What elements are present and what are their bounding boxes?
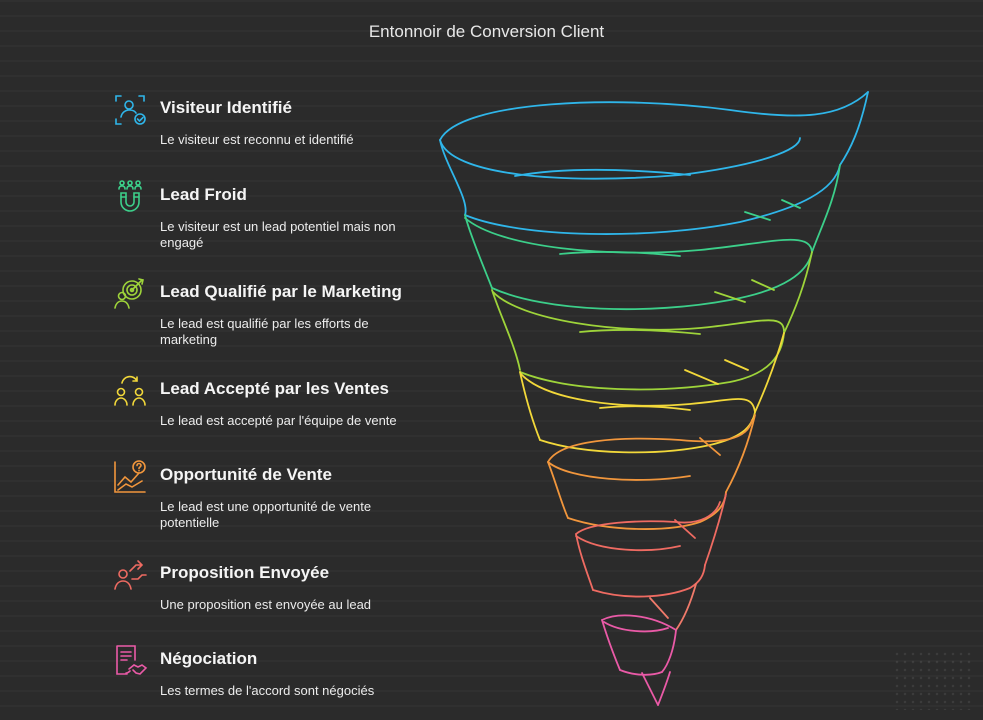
user-identified-icon [112,92,148,128]
funnel-level-transition [649,583,697,631]
magnet-people-icon [112,179,148,215]
step-description: Le lead est accepté par l'équipe de vent… [160,413,397,428]
funnel-level-visiteur [439,91,869,235]
conversion-funnel-graphic [439,91,869,706]
step-description: Le visiteur est un lead potentiel mais n… [160,219,396,250]
step-description: Le lead est une opportunité de vente pot… [160,499,372,530]
step-name: Lead Froid [160,185,247,204]
decorative-dot-grid [893,650,973,710]
step-name: Opportunité de Vente [160,465,332,484]
step-name: Négociation [160,649,258,668]
funnel-level-proposition [575,493,727,598]
step-name: Proposition Envoyée [160,563,330,582]
contract-handshake-icon [112,643,148,679]
person-send-icon [112,557,148,593]
funnel-level-mql [491,251,813,391]
step-description: Le visiteur est reconnu et identifié [160,132,354,147]
step-description: Le lead est qualifié par les efforts de … [160,316,369,347]
funnel-level-sql [519,332,785,454]
step-description: Une proposition est envoyée au lead [160,597,372,612]
step-name: Lead Accepté par les Ventes [160,379,389,398]
chart-question-icon [112,459,148,495]
diagram-title: Entonnoir de Conversion Client [368,22,605,41]
funnel-level-opportunite [547,414,756,530]
funnel-level-negociation [601,614,677,706]
target-person-icon [112,276,148,312]
people-handoff-icon [112,373,148,409]
funnel-level-lead-froid [464,164,841,311]
step-description: Les termes de l'accord sont négociés [160,683,375,698]
step-name: Lead Qualifié par le Marketing [160,282,402,301]
step-name: Visiteur Identifié [160,98,292,117]
